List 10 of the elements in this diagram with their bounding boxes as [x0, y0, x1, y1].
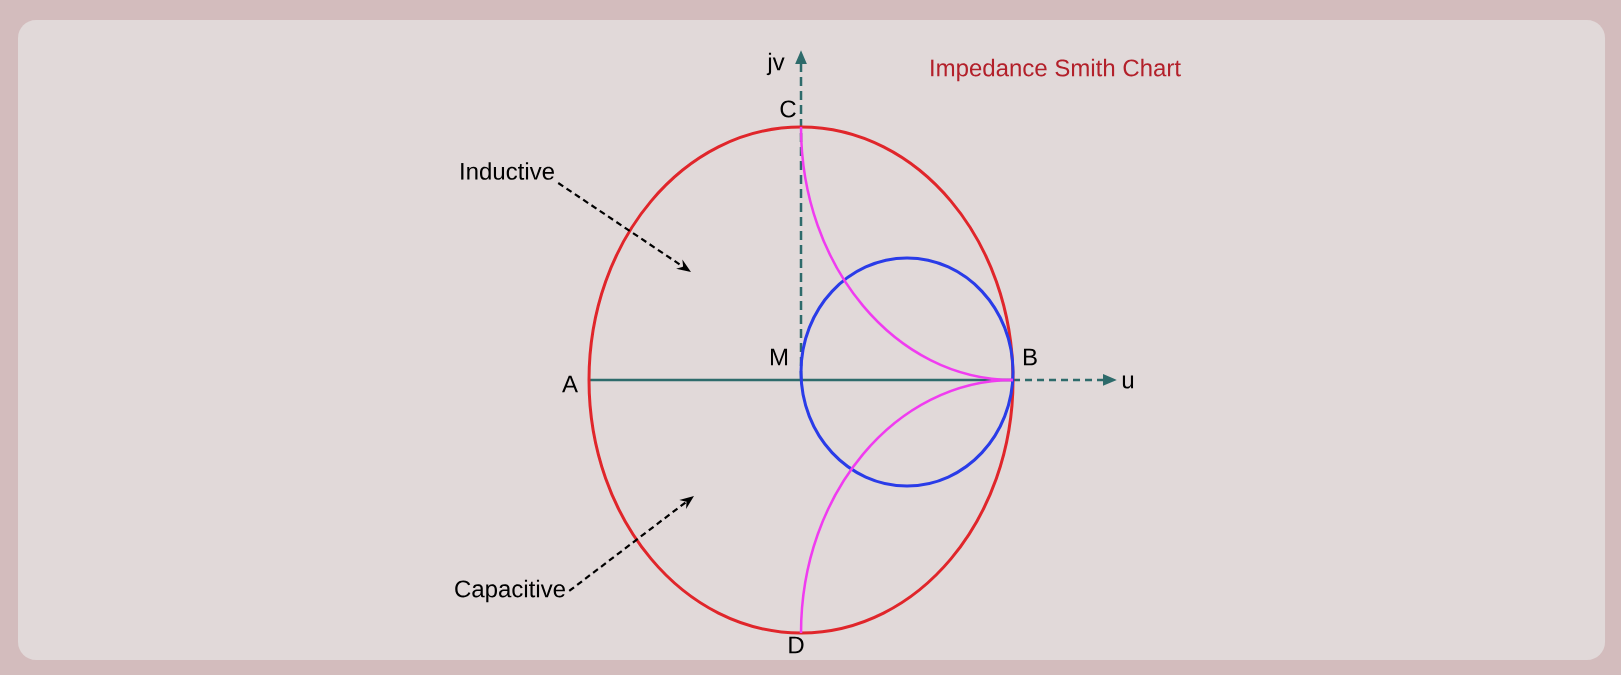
point-label: B [1024, 348, 1037, 366]
point-label: A [562, 375, 578, 393]
region-label: Inductive [461, 162, 554, 180]
point-label: u [1122, 375, 1134, 389]
point-label: jv [766, 52, 785, 76]
point-label: C [780, 100, 796, 118]
point-label: M [771, 348, 788, 366]
point-label: D [789, 636, 804, 654]
chart-title: Impedance Smith Chart [931, 58, 1181, 82]
region-label: Capacitive [455, 579, 565, 603]
